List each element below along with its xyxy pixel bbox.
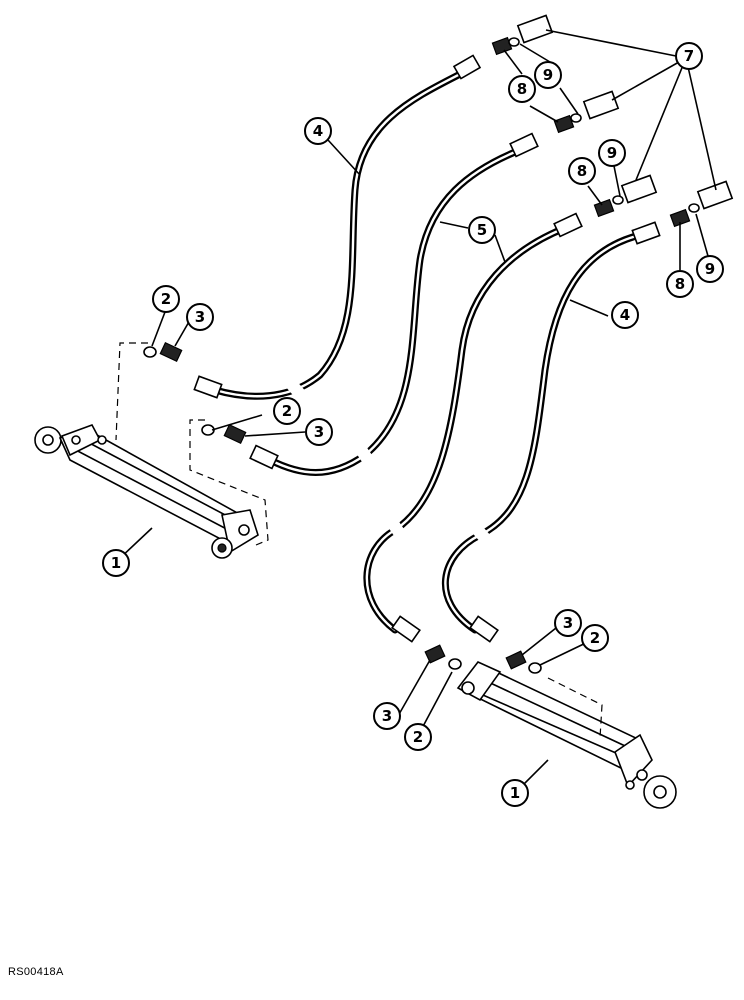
callout-8-right: 8 — [666, 270, 694, 298]
callout-8-mid: 8 — [568, 157, 596, 185]
hydraulic-cylinder-left — [34, 342, 269, 559]
svg-text:2: 2 — [161, 290, 171, 308]
svg-text:1: 1 — [510, 784, 520, 802]
callout-1-right: 1 — [501, 779, 529, 807]
svg-text:3: 3 — [563, 614, 573, 632]
hose-5-lower — [363, 212, 583, 643]
fittings-lower — [424, 644, 542, 674]
callout-5-left: 5 — [468, 216, 496, 244]
callout-2-mid: 2 — [273, 397, 301, 425]
hose-4-upper — [193, 54, 482, 400]
hose-5-upper — [249, 132, 539, 476]
svg-text:8: 8 — [577, 162, 587, 180]
svg-text:9: 9 — [607, 144, 617, 162]
svg-text:1: 1 — [111, 554, 121, 572]
leader-lines — [117, 29, 717, 791]
svg-text:2: 2 — [590, 629, 600, 647]
callout-2-upper-left: 2 — [152, 285, 180, 313]
callout-4-lower: 4 — [611, 301, 639, 329]
svg-text:7: 7 — [684, 47, 694, 65]
svg-text:8: 8 — [675, 275, 685, 293]
callout-9-right: 9 — [696, 255, 724, 283]
reference-code: RS00418A — [8, 966, 64, 978]
svg-text:8: 8 — [517, 80, 527, 98]
callout-2-lower-left: 2 — [404, 723, 432, 751]
svg-text:9: 9 — [543, 66, 553, 84]
svg-text:4: 4 — [313, 122, 323, 140]
svg-text:3: 3 — [314, 423, 324, 441]
svg-text:4: 4 — [620, 306, 630, 324]
callout-3-lower-right: 3 — [554, 609, 582, 637]
svg-text:3: 3 — [195, 308, 205, 326]
callout-2-lower-right: 2 — [581, 624, 609, 652]
hose-4-lower — [441, 221, 661, 643]
callout-3-lower-left: 3 — [373, 702, 401, 730]
callout-3-upper-left: 3 — [186, 303, 214, 331]
callout-3-mid: 3 — [305, 418, 333, 446]
hydraulic-cylinder-right — [456, 661, 677, 809]
svg-text:2: 2 — [413, 728, 423, 746]
callout-4-upper: 4 — [304, 117, 332, 145]
couplers — [491, 14, 734, 228]
callout-9-mid: 9 — [598, 139, 626, 167]
svg-text:3: 3 — [382, 707, 392, 725]
callout-1-left: 1 — [102, 549, 130, 577]
svg-text:5: 5 — [477, 221, 487, 239]
callout-9-top: 9 — [534, 61, 562, 89]
svg-text:9: 9 — [705, 260, 715, 278]
fittings-upper-left — [143, 341, 247, 445]
callout-8-top: 8 — [508, 75, 536, 103]
svg-text:2: 2 — [282, 402, 292, 420]
callout-7: 7 — [675, 42, 703, 70]
